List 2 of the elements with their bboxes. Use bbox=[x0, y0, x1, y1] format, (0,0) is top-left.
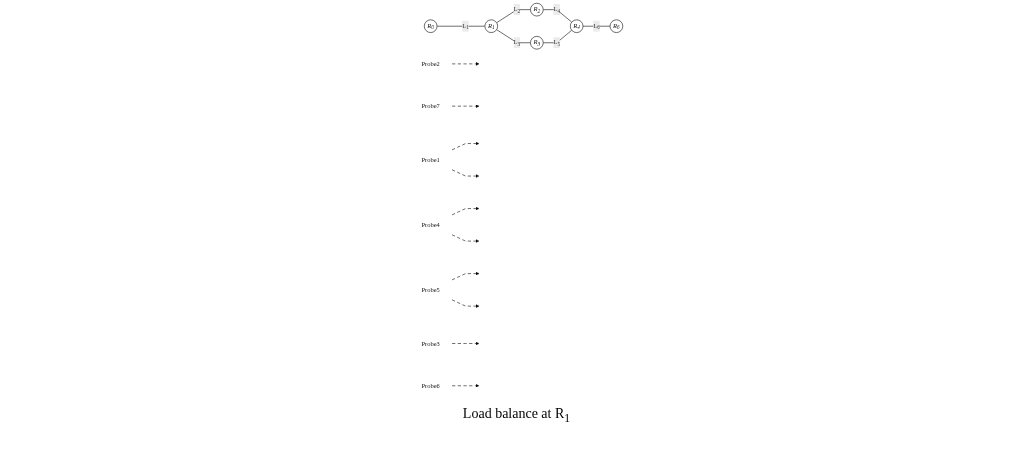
connector bbox=[543, 9, 573, 23]
caption: Load balance at R$_{1}$ bbox=[462, 406, 571, 425]
